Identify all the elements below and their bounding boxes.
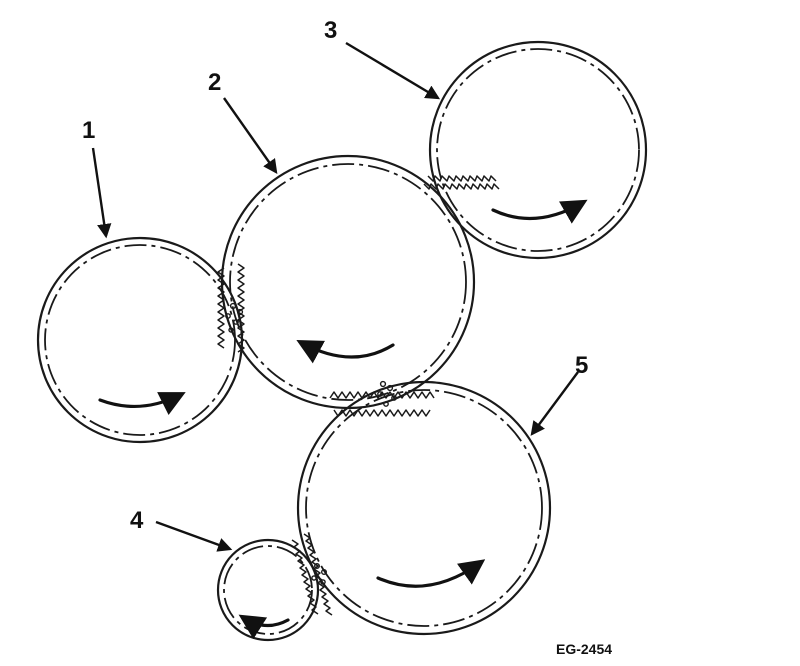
debris-particle — [236, 308, 244, 316]
gear-3-rotation-arrow — [491, 199, 588, 224]
gear-1-outer-ring — [36, 236, 244, 444]
mesh-4-5-teeth-right — [303, 533, 333, 616]
callout-label-2: 2 — [208, 69, 221, 96]
mesh-2-5 — [329, 380, 435, 417]
gear-3 — [428, 40, 648, 260]
leader-line-4 — [155, 520, 233, 552]
debris-particle — [379, 380, 387, 388]
debris-particle — [386, 384, 394, 392]
gear-4-rotation-arrow — [238, 614, 290, 640]
debris-particle — [225, 313, 231, 319]
mesh-4-5 — [291, 533, 333, 616]
gear-2-rotation-arrow — [296, 339, 395, 364]
debris-particle — [321, 569, 328, 576]
debris-particle — [311, 575, 317, 581]
debris-particle — [233, 319, 239, 325]
gear-2-pitch-ring — [229, 163, 467, 401]
mesh-2-3-teeth-outer — [427, 175, 497, 182]
gear-2 — [220, 154, 476, 410]
debris-particle — [228, 327, 234, 333]
figure-code: EG-2454 — [556, 641, 612, 657]
mesh-2-3 — [423, 175, 500, 190]
gear-3-pitch-ring — [436, 48, 640, 252]
gear-5-pitch-ring — [305, 389, 543, 627]
gear-5-outer-ring — [296, 380, 552, 636]
debris-particle — [377, 391, 383, 397]
gear-1 — [36, 236, 244, 444]
mesh-4-5-teeth-left — [291, 539, 319, 615]
mesh-1-2-teeth-left — [217, 267, 225, 349]
debris-particle — [229, 302, 237, 310]
gear-1-rotation-arrow — [98, 392, 186, 416]
leader-line-1 — [91, 147, 112, 239]
debris-particle — [320, 579, 326, 585]
gear-4 — [216, 538, 320, 642]
gear-4-pitch-ring — [223, 545, 313, 635]
debris-particle — [314, 563, 321, 570]
debris-particle — [383, 401, 389, 407]
leader-line-3 — [345, 41, 441, 100]
gear-2-outer-ring — [220, 154, 476, 410]
mesh-2-3-teeth-inner — [423, 183, 500, 190]
callout-label-1: 1 — [82, 117, 95, 144]
callout-label-4: 4 — [130, 507, 144, 534]
leader-line-5 — [530, 371, 579, 436]
gear-5-rotation-arrow — [376, 559, 486, 588]
debris-particle — [391, 395, 397, 401]
callout-label-3: 3 — [324, 17, 337, 44]
mesh-2-5-teeth-lower — [333, 409, 431, 417]
gear-5 — [296, 380, 552, 636]
leader-line-2 — [223, 97, 278, 174]
mesh-1-2-teeth-right — [237, 263, 245, 353]
gear-3-outer-ring — [428, 40, 648, 260]
mesh-1-2 — [217, 263, 245, 353]
callout-label-5: 5 — [575, 352, 588, 379]
gear-4-outer-ring — [216, 538, 320, 642]
